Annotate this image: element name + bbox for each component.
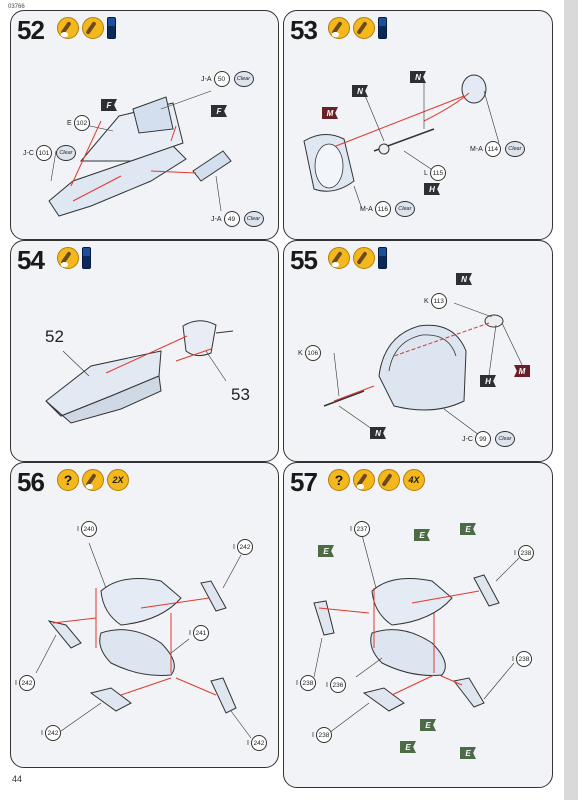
brush-glue-icon (328, 247, 350, 269)
help-icon: ? (57, 469, 79, 491)
subassembly-ref-52: 52 (45, 327, 64, 346)
paint-jar-icon (378, 17, 387, 39)
color-flag: M (514, 365, 530, 377)
step-57-drawing (313, 534, 520, 734)
color-flag: F (101, 99, 117, 111)
brush-glue-icon (82, 469, 104, 491)
step-54-panel: 54 52 53 (10, 240, 279, 462)
color-flag: E (460, 747, 476, 759)
brush-paint-icon (378, 469, 400, 491)
step-number: 57 (290, 467, 318, 497)
brush-paint-icon (353, 17, 375, 39)
step-number: 53 (290, 15, 318, 45)
color-flag: H (424, 183, 440, 195)
quantity-multiplier: 4X (403, 469, 425, 491)
color-flag: N (456, 273, 472, 285)
tool-icons (57, 17, 116, 39)
brush-paint-icon (82, 17, 104, 39)
brush-glue-icon (353, 469, 375, 491)
color-flag: N (370, 427, 386, 439)
step-56-drawing (35, 542, 252, 739)
paint-jar-icon (107, 17, 116, 39)
brush-glue-icon (57, 247, 79, 269)
step-53-drawing (303, 74, 500, 210)
tool-icons: ? 4X (328, 469, 425, 491)
tool-icons (328, 247, 387, 269)
subassembly-ref-53: 53 (231, 385, 250, 404)
tool-icons (57, 247, 91, 269)
brush-glue-icon (57, 17, 79, 39)
color-flag: E (318, 545, 334, 557)
color-flag: N (352, 85, 368, 97)
tool-icons (328, 17, 387, 39)
color-flag: E (414, 529, 430, 541)
color-flag: E (400, 741, 416, 753)
color-flag: E (460, 523, 476, 535)
color-flag: H (480, 375, 496, 387)
page-number: 44 (12, 774, 23, 784)
step-number: 56 (17, 467, 45, 497)
step-number: 54 (17, 245, 45, 275)
brush-paint-icon (353, 247, 375, 269)
step-number: 52 (17, 15, 45, 45)
color-flag: N (410, 71, 426, 83)
brush-glue-icon (328, 17, 350, 39)
color-flag: M (322, 107, 338, 119)
paint-jar-icon (378, 247, 387, 269)
help-icon: ? (328, 469, 350, 491)
tool-icons: ? 2X (57, 469, 129, 491)
step-55-drawing (323, 302, 525, 436)
step-52-drawing (48, 90, 232, 217)
quantity-multiplier: 2X (107, 469, 129, 491)
color-flag: F (211, 105, 227, 117)
step-number: 55 (290, 245, 318, 275)
step-54-drawing (45, 320, 234, 424)
document-id: 03766 (8, 4, 25, 10)
paint-jar-icon (82, 247, 91, 269)
scan-edge (564, 0, 578, 800)
color-flag: E (420, 719, 436, 731)
